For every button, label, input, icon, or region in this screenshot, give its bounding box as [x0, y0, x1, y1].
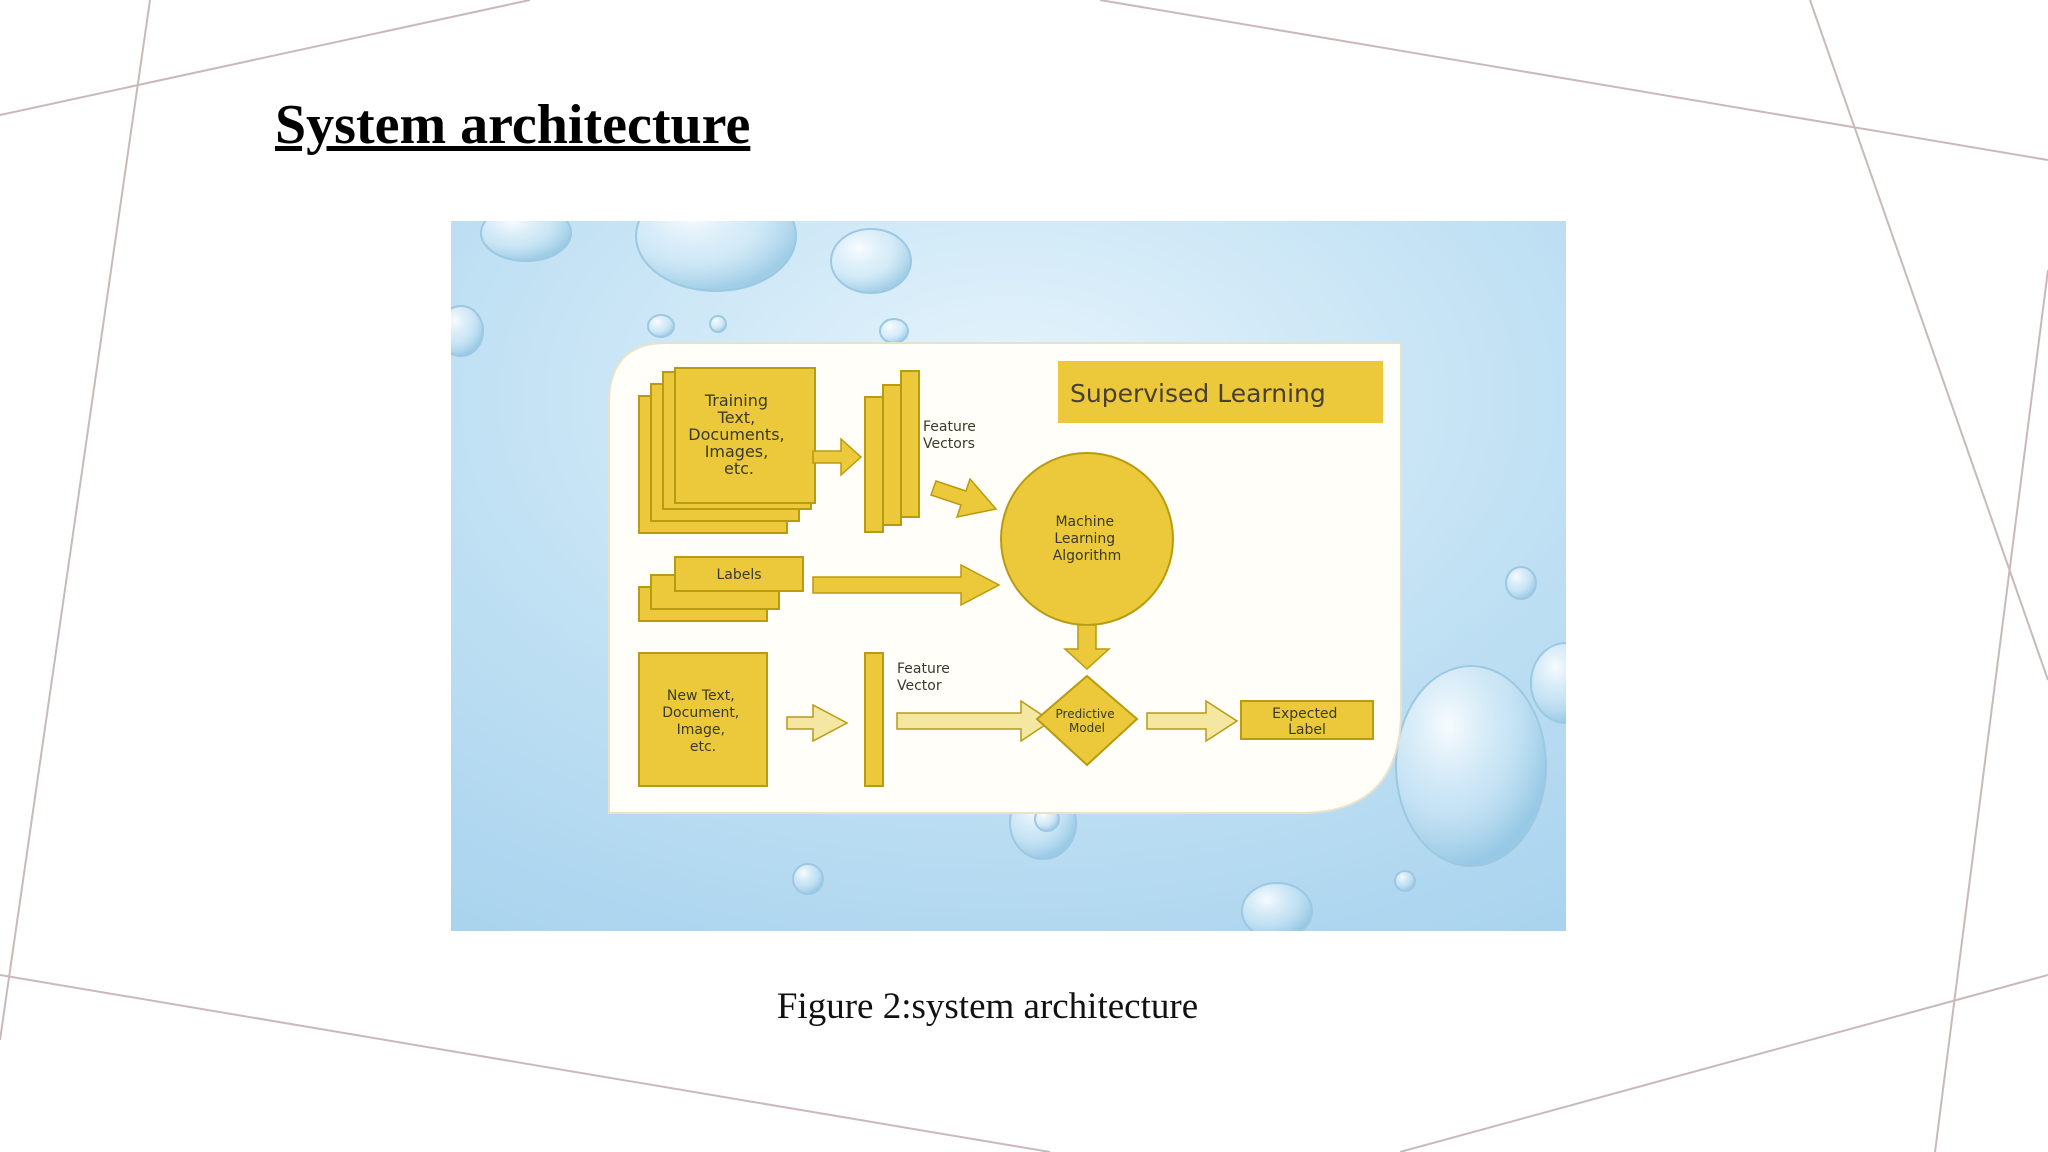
- feature-vector-bar: [864, 652, 884, 787]
- arrow-model-to-label: [1146, 699, 1239, 743]
- algorithm-text: Machine Learning Algorithm: [1053, 514, 1122, 564]
- supervised-learning-box: [1058, 361, 1383, 423]
- slide-title: System architecture: [275, 94, 751, 156]
- arrow-vectors-to-algorithm: [930, 477, 998, 518]
- feature-vector-label: Feature Vector: [897, 661, 954, 694]
- training-input-text: Training Text, Documents, Images, etc.: [688, 391, 789, 478]
- predictive-model-text: Predictive Model: [1056, 707, 1119, 735]
- new-input-text: New Text, Document, Image, etc.: [662, 688, 743, 755]
- arrow-algorithm-to-model: [1063, 624, 1111, 671]
- new-input-box: [638, 652, 768, 787]
- labels-text: Labels: [716, 567, 761, 583]
- expected-label-box: [1240, 700, 1374, 740]
- arrow-vector-to-model: [896, 699, 1053, 743]
- figure-image: Supervised Learning Training Text, Docum…: [451, 221, 1566, 931]
- expected-label-text: Expected Label: [1272, 706, 1342, 738]
- predictive-model-diamond: [1035, 674, 1139, 767]
- labels-stack: [638, 556, 804, 622]
- arrow-input-to-vector: [786, 703, 849, 743]
- training-input-stack: [638, 367, 816, 534]
- feature-vectors-label: Feature Vectors: [923, 419, 980, 452]
- figure-caption: Figure 2:system architecture: [776, 986, 1199, 1027]
- supervised-learning-heading: Supervised Learning: [1070, 379, 1326, 408]
- feature-vectors-bars: [864, 370, 920, 533]
- arrow-training-to-vectors: [812, 437, 863, 477]
- arrow-labels-to-algorithm: [812, 563, 1001, 607]
